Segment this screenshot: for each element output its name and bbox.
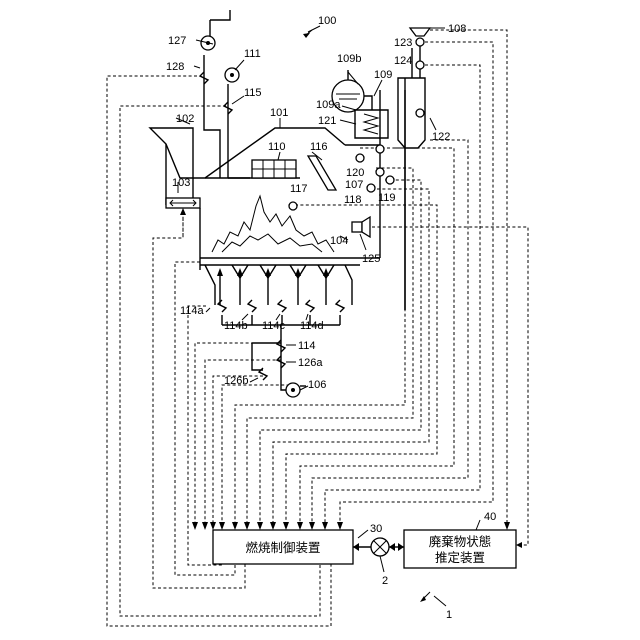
sensor-119 [386,176,394,184]
estimator-label-1: 廃棄物状態 [429,534,492,549]
label-110: 110 [268,141,286,153]
label-128: 128 [166,61,184,73]
sensor-117 [289,202,297,210]
sensor-123 [416,38,424,46]
label-30: 30 [370,523,382,535]
label-122: 122 [432,131,450,143]
label-111: 111 [244,48,261,60]
controller-box: 燃焼制御装置 [213,530,353,564]
label-1: 1 [446,609,452,621]
label-120: 120 [346,167,364,179]
label-114: 114 [298,340,316,352]
fan-icon [286,383,306,397]
label-107: 107 [345,179,363,191]
label-126a: 126a [298,357,323,369]
estimator-label-2: 推定装置 [435,550,485,565]
label-124: 124 [394,55,412,67]
label-116: 116 [310,141,328,153]
sensor-116 [308,156,336,190]
label-114c: 114c [262,320,286,332]
sensor-118 [367,184,375,192]
camera-icon [410,28,430,36]
sensor-107 [376,168,384,176]
label-109b: 109b [337,53,361,65]
label-40: 40 [484,511,496,523]
fan-icon [225,68,239,82]
label-103: 103 [172,177,190,189]
label-123: 123 [394,37,412,49]
label-114b: 114b [224,320,248,332]
camera-icon [352,217,370,237]
combiner-icon [353,538,404,572]
label-114a: 114a [180,305,205,317]
controller-label: 燃焼制御装置 [245,540,320,555]
label-104: 104 [330,235,348,247]
label-102: 102 [176,113,194,125]
label-106: 106 [308,379,326,391]
sensor-124 [416,61,424,69]
label-126b: 126b [224,375,248,387]
label-117: 117 [290,183,308,195]
sensor-121 [376,145,384,153]
estimator-box: 廃棄物状態 推定装置 [404,522,522,568]
label-127: 127 [168,35,186,47]
label-119: 119 [378,192,396,204]
label-109: 109 [374,69,392,81]
label-109a: 109a [316,99,341,111]
label-101: 101 [270,107,288,119]
input-arrows [192,522,343,530]
label-121: 121 [318,115,336,127]
label-118: 118 [344,194,362,206]
label-2: 2 [382,575,388,587]
label-125: 125 [362,253,380,265]
sensor-120 [356,154,364,162]
label-108: 108 [448,23,466,35]
label-115: 115 [244,87,262,99]
label-100: 100 [318,15,336,27]
screen-110 [252,160,296,178]
label-114d: 114d [300,320,324,332]
